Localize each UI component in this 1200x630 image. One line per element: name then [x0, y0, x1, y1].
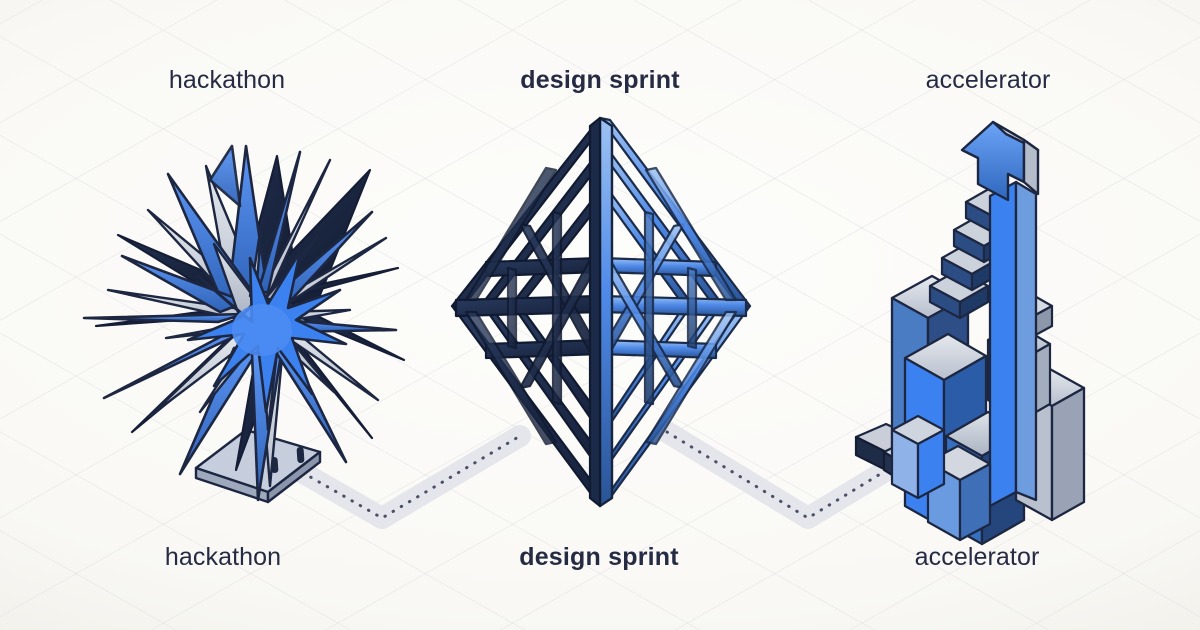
connector-design-sprint-to-accelerator — [656, 421, 911, 529]
accel-arrow-shaft — [988, 180, 1038, 508]
growth-stairs-arrow-icon — [854, 120, 1086, 546]
accel-front-blocks — [890, 414, 992, 542]
octahedron-left-face — [450, 116, 608, 508]
burst-explosion-icon — [82, 144, 406, 504]
label-top-accelerator: accelerator — [925, 66, 1051, 94]
label-top-hackathon: hackathon — [168, 66, 286, 94]
octahedron-center-spine — [598, 116, 614, 508]
label-bottom-accelerator: accelerator — [914, 543, 1040, 571]
octahedron-center-spine-shadow — [588, 116, 602, 508]
octahedron-lattice-icon — [450, 116, 752, 508]
label-bottom-design-sprint: design sprint — [519, 543, 679, 571]
burst-core-highlight — [232, 304, 292, 356]
accel-arrow-head — [960, 120, 1040, 202]
octahedron-right-face — [598, 116, 752, 508]
label-bottom-hackathon: hackathon — [164, 543, 282, 571]
label-top-design-sprint: design sprint — [520, 66, 680, 94]
connector-hackathon-to-design-sprint — [275, 425, 531, 529]
